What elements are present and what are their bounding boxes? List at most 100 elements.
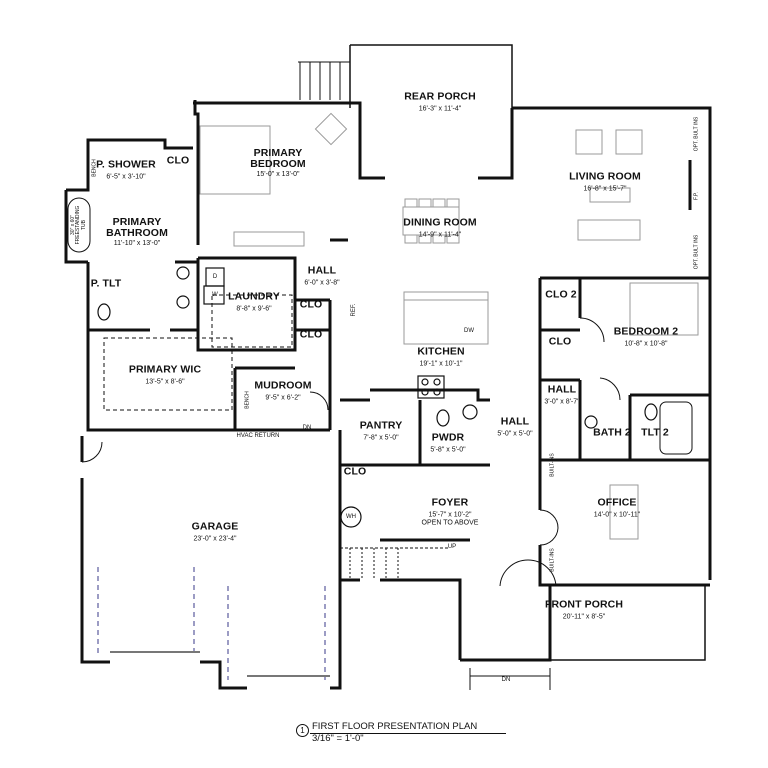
room-dims: 5'-0" x 5'-0": [497, 430, 533, 438]
room-name: MUDROOM: [254, 379, 312, 392]
room-name: BATH 2: [593, 426, 631, 439]
room-note: OPEN TO ABOVE: [421, 519, 479, 527]
room-mudroom: MUDROOM 9'-5" x 6'-2": [254, 376, 311, 401]
room-dims: 16'-3" x 11'-4": [418, 105, 462, 113]
room-dims: 8'-8" x 9'-6": [236, 305, 272, 313]
room-clo-primary: CLO: [167, 152, 189, 169]
room-name: HALL: [547, 383, 577, 396]
room-name: P. SHOWER: [96, 158, 156, 171]
mudroom-bench-label: BENCH: [244, 391, 251, 409]
room-name: REAR PORCH: [404, 90, 476, 103]
room-name: CLO 2: [545, 288, 577, 301]
room-dims: 15'-0" x 13'-0": [256, 170, 300, 178]
stairs-down-mudroom: DN: [302, 424, 312, 431]
room-primary-bathroom: PRIMARY BATHROOM 11'-10" x 13'-0": [106, 215, 168, 247]
freestanding-tub-label: 30" x 60" FREESTANDING TUB: [70, 205, 87, 245]
room-front-porch: FRONT PORCH 20'-11" x 8'-5": [545, 595, 623, 620]
room-name: PANTRY: [359, 419, 403, 432]
plan-number-badge: 1: [296, 724, 309, 737]
dishwasher-label: DW: [464, 327, 474, 334]
room-p-tlt: P. TLT: [91, 275, 122, 292]
room-dining-room: DINING ROOM 14'-9" x 11'-4": [403, 213, 476, 238]
room-kitchen: KITCHEN 19'-1" x 10'-1": [417, 342, 464, 367]
room-bath-2: BATH 2: [593, 424, 631, 441]
stairs-up: UP: [447, 543, 457, 550]
room-name: CLO: [343, 465, 367, 478]
room-name: PRIMARY WIC: [128, 363, 202, 376]
room-dims: 11'-10" x 13'-0": [113, 239, 161, 247]
room-dims: 13'-5" x 8'-6": [145, 378, 185, 386]
room-name: KITCHEN: [417, 345, 465, 358]
room-dims: 3'-0" x 8'-7": [544, 398, 580, 406]
room-bedroom-2: BEDROOM 2 10'-8" x 10'-8": [614, 322, 679, 347]
room-name-line1: PRIMARY: [112, 215, 162, 228]
room-dims: 15'-7" x 10'-2": [428, 511, 472, 519]
room-dims: 6'-0" x 3'-8": [304, 279, 340, 287]
room-dims: 14'-9" x 11'-4": [418, 231, 462, 239]
shower-bench-label: BENCH: [91, 159, 98, 177]
room-name: LIVING ROOM: [569, 170, 641, 183]
room-name: BEDROOM 2: [613, 325, 679, 338]
room-pantry: PANTRY 7'-8" x 5'-0": [360, 416, 403, 441]
office-built-ins-label-1: BUILT-INS: [549, 453, 556, 477]
room-name: GARAGE: [191, 520, 239, 533]
title-underline: [310, 733, 506, 734]
room-laundry: LAUNDRY 8'-8" x 9'-6": [228, 287, 280, 312]
room-pwdr: PWDR 5'-8" x 5'-0": [430, 428, 465, 453]
room-name: LAUNDRY: [228, 290, 280, 303]
room-name-line2: BEDROOM: [250, 157, 306, 170]
room-garage: GARAGE 23'-0" x 23'-4": [192, 517, 239, 542]
room-living-room: LIVING ROOM 16'-8" x 15'-7": [569, 167, 641, 192]
plan-title: FIRST FLOOR PRESENTATION PLAN: [312, 721, 478, 732]
stairs-down-front: DN: [501, 676, 511, 683]
room-name: HALL: [307, 264, 337, 277]
room-clo-foyer: CLO: [344, 463, 366, 480]
room-rear-porch: REAR PORCH 16'-3" x 11'-4": [404, 87, 476, 112]
room-tlt-2: TLT 2: [641, 424, 669, 441]
room-p-shower: P. SHOWER 6'-5" x 3'-10": [96, 155, 156, 180]
room-dims: 14'-0" x 10'-11": [593, 511, 641, 519]
room-dims: 7'-8" x 5'-0": [363, 434, 399, 442]
room-dims: 10'-8" x 10'-8": [624, 340, 668, 348]
room-primary-bedroom: PRIMARY BEDROOM 15'-0" x 13'-0": [250, 146, 306, 178]
room-name-line2: BATHROOM: [106, 226, 168, 239]
water-heater-label: WH: [346, 513, 356, 520]
room-clo-hall-1: CLO: [300, 296, 322, 313]
room-name: CLO: [548, 335, 572, 348]
room-clo-bed2: CLO: [549, 333, 571, 350]
room-name: P. TLT: [90, 277, 122, 290]
dryer-label: D: [212, 273, 218, 280]
hvac-return-label: HVAC RETURN: [236, 432, 280, 439]
room-name: CLO: [299, 328, 323, 341]
opt-built-ins-label-1: OPT. BULT INS: [693, 116, 700, 152]
plan-scale: 3/16" = 1'-0": [312, 733, 364, 744]
room-name: HALL: [500, 415, 530, 428]
room-dims: 6'-5" x 3'-10": [106, 173, 146, 181]
opt-built-ins-label-2: OPT. BULT INS: [693, 234, 700, 270]
room-name: CLO: [299, 298, 323, 311]
refrigerator-label: REF.: [350, 303, 357, 317]
room-name: FRONT PORCH: [544, 598, 624, 611]
fireplace-label: F.P.: [693, 192, 700, 200]
room-dims: 23'-0" x 23'-4": [193, 535, 237, 543]
room-clo-2: CLO 2: [545, 286, 576, 303]
room-dims: 5'-8" x 5'-0": [430, 446, 466, 454]
washer-label: W: [212, 291, 218, 298]
room-hall-2: HALL 3'-0" x 8'-7": [544, 380, 579, 405]
room-name: PWDR: [431, 431, 465, 444]
room-name: TLT 2: [641, 426, 669, 439]
room-name: CLO: [166, 154, 190, 167]
room-clo-hall-2: CLO: [300, 326, 322, 343]
room-foyer: FOYER 15'-7" x 10'-2" OPEN TO ABOVE: [421, 493, 479, 527]
room-dims: 9'-5" x 6'-2": [265, 394, 301, 402]
room-name: DINING ROOM: [403, 216, 477, 229]
room-office: OFFICE 14'-0" x 10'-11": [594, 493, 640, 518]
office-built-ins-label-2: BUILT-INS: [549, 548, 556, 572]
room-name-line1: PRIMARY: [253, 146, 303, 159]
room-name: OFFICE: [597, 496, 637, 509]
room-dims: 19'-1" x 10'-1": [419, 360, 463, 368]
room-hall-3: HALL 5'-0" x 5'-0": [497, 412, 532, 437]
room-name: FOYER: [431, 496, 469, 509]
